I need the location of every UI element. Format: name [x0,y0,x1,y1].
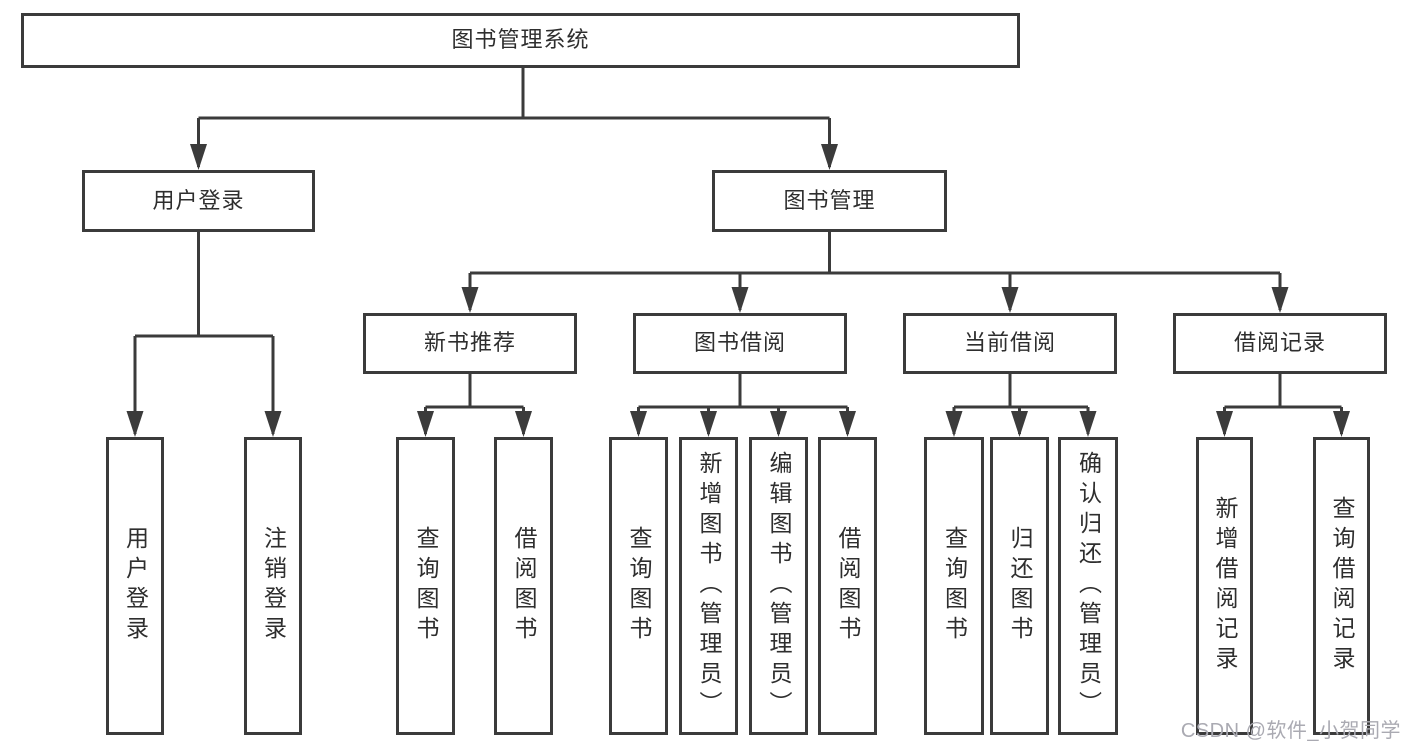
arrowhead-down-icon [1333,411,1350,437]
arrowhead-down-icon [945,411,963,437]
arrowhead-down-icon [417,411,434,437]
arrowhead-down-icon [126,411,144,437]
arrowhead-down-icon [700,411,717,437]
node-book-management: 图书管理 [712,170,947,232]
arrowhead-down-icon [839,411,856,437]
node-new-book-recommend: 新书推荐 [363,313,577,374]
arrowhead-down-icon [770,411,787,437]
leaf-query-books-label: 查询图书 [941,526,968,646]
leaf-edit-books-admin-label: 编辑图书（管理员） [766,451,792,721]
leaf-user-login: 用户登录 [106,437,164,735]
node-new-book-recommend-label: 新书推荐 [423,330,516,356]
node-book-borrowing: 图书借阅 [633,313,847,374]
node-root-system: 图书管理系统 [21,13,1020,68]
leaf-query-borrow-record: 查询借阅记录 [1313,437,1370,735]
leaf-confirm-return-admin-label: 确认归还（管理员） [1075,451,1102,721]
node-borrowing-records-label: 借阅记录 [1233,330,1326,356]
leaf-add-books-admin-label: 新增图书（管理员） [696,451,722,721]
leaf-return-books: 归还图书 [990,437,1049,735]
arrowhead-down-icon [731,287,749,313]
arrowhead-down-icon [1271,287,1289,313]
watermark-text: CSDN @软件_小贺同学 [1180,720,1401,742]
arrowhead-down-icon [1011,411,1028,437]
leaf-query-books: 查询图书 [396,437,455,735]
leaf-add-books-admin: 新增图书（管理员） [679,437,738,735]
leaf-confirm-return-admin: 确认归还（管理员） [1058,437,1118,735]
leaf-edit-books-admin: 编辑图书（管理员） [749,437,808,735]
arrowhead-down-icon [461,287,479,313]
leaf-query-books-label: 查询图书 [413,526,439,646]
arrowhead-down-icon [821,144,838,170]
leaf-query-books-label: 查询图书 [626,526,652,646]
node-current-borrowing-label: 当前借阅 [963,330,1056,356]
node-borrowing-records: 借阅记录 [1173,313,1387,374]
node-book-management-label: 图书管理 [783,187,876,213]
leaf-query-books: 查询图书 [609,437,668,735]
leaf-return-books-label: 归还图书 [1007,526,1033,646]
node-user-login: 用户登录 [82,170,315,232]
leaf-query-books: 查询图书 [924,437,984,735]
node-user-login-label: 用户登录 [152,187,245,213]
leaf-borrow-books: 借阅图书 [494,437,553,735]
arrowhead-down-icon [515,411,532,437]
arrowhead-down-icon [1001,287,1019,313]
arrowhead-down-icon [264,411,282,437]
arrowhead-down-icon [1079,411,1097,437]
arrowhead-down-icon [630,411,647,437]
leaf-borrow-books: 借阅图书 [818,437,877,735]
leaf-add-borrow-record-label: 新增借阅记录 [1212,496,1238,676]
leaf-logout-label: 注销登录 [260,526,287,646]
arrowhead-down-icon [1216,411,1233,437]
node-root-system-label: 图书管理系统 [451,27,590,53]
node-book-borrowing-label: 图书借阅 [693,330,786,356]
node-current-borrowing: 当前借阅 [903,313,1117,374]
arrowhead-down-icon [190,144,207,170]
leaf-query-borrow-record-label: 查询借阅记录 [1329,496,1355,676]
leaf-user-login-label: 用户登录 [122,526,149,646]
leaf-logout: 注销登录 [244,437,302,735]
leaf-borrow-books-label: 借阅图书 [511,526,537,646]
leaf-borrow-books-label: 借阅图书 [835,526,861,646]
leaf-add-borrow-record: 新增借阅记录 [1196,437,1253,735]
